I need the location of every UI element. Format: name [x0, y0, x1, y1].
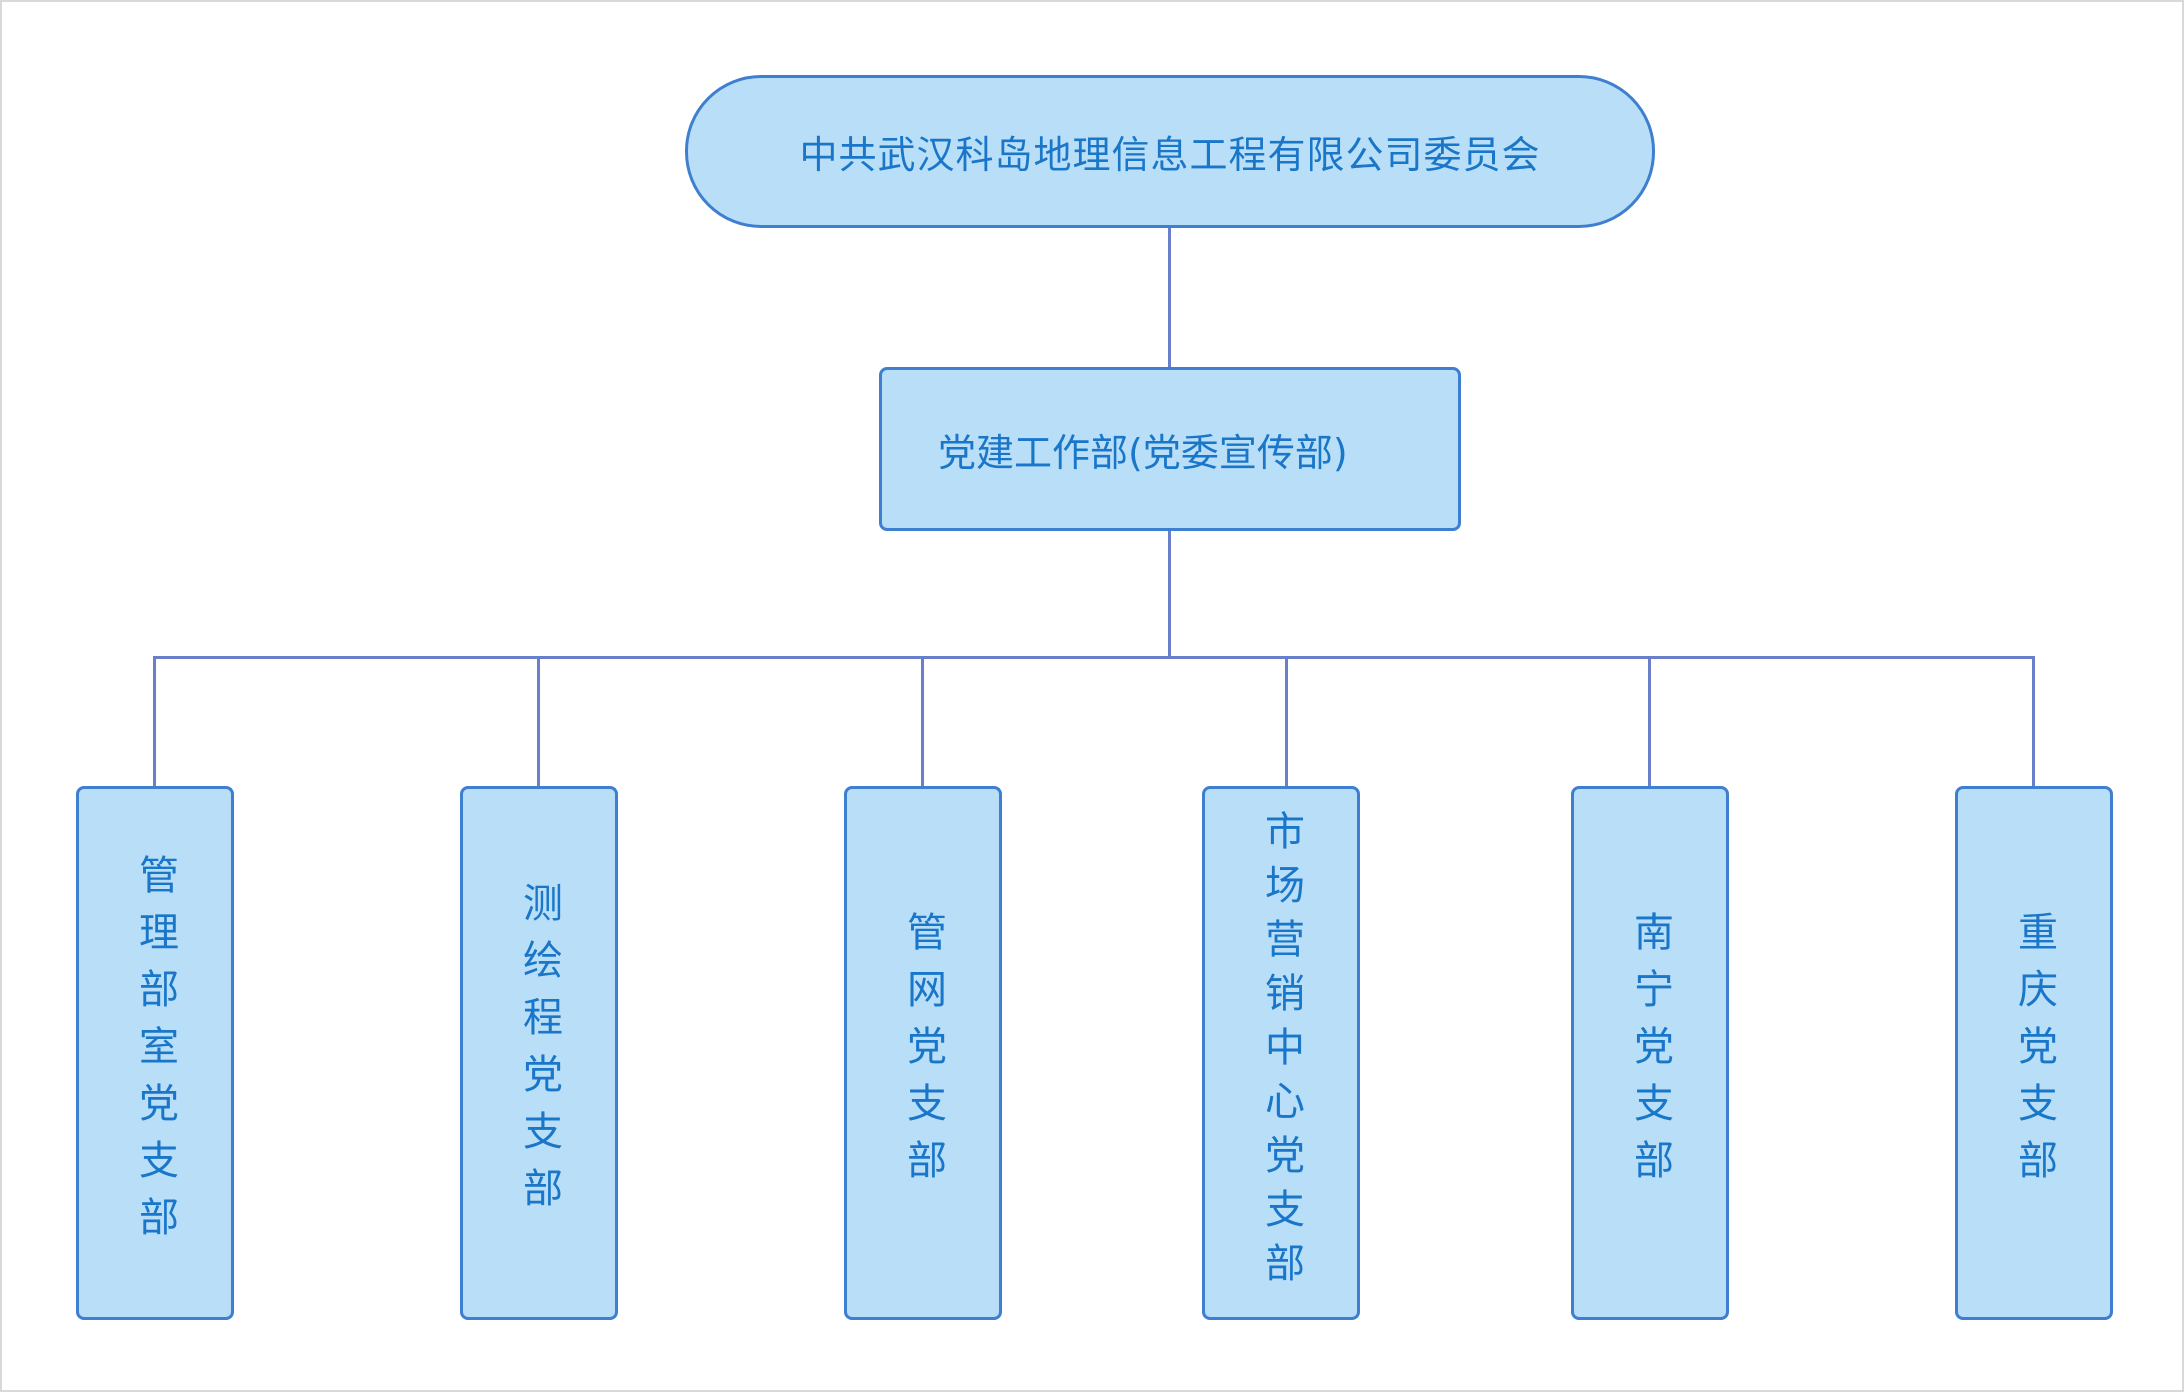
branch-label-chongqing: 重庆党支部 [2011, 910, 2057, 1196]
branch-label-marketing: 市场营销中心党支部 [1258, 810, 1304, 1296]
branch-node-surveying: 测绘程党支部 [460, 786, 618, 1320]
branch-node-pipeline: 管网党支部 [844, 786, 1002, 1320]
connector-branch-4 [1285, 656, 1288, 786]
connector-root-to-department [1168, 228, 1171, 367]
connector-branch-2 [537, 656, 540, 786]
branch-label-pipeline: 管网党支部 [900, 910, 946, 1196]
connector-department-to-bus [1168, 531, 1171, 658]
connector-branch-1 [153, 656, 156, 786]
branch-label-surveying: 测绘程党支部 [516, 882, 562, 1224]
department-node-label: 党建工作部(党委宣传部) [938, 430, 1348, 475]
department-node-party-building: 党建工作部(党委宣传部) [879, 367, 1461, 531]
connector-branch-3 [921, 656, 924, 786]
branch-node-management: 管理部室党支部 [76, 786, 234, 1320]
branch-node-marketing: 市场营销中心党支部 [1202, 786, 1360, 1320]
branch-node-nanning: 南宁党支部 [1571, 786, 1729, 1320]
connector-branch-6 [2032, 656, 2035, 786]
branch-node-chongqing: 重庆党支部 [1955, 786, 2113, 1320]
root-node-label: 中共武汉科岛地理信息工程有限公司委员会 [799, 133, 1541, 177]
connector-branch-5 [1648, 656, 1651, 786]
connector-horizontal-bus [153, 656, 2035, 659]
branch-label-management: 管理部室党支部 [132, 853, 178, 1253]
root-node-party-committee: 中共武汉科岛地理信息工程有限公司委员会 [685, 75, 1655, 228]
branch-label-nanning: 南宁党支部 [1627, 910, 1673, 1196]
